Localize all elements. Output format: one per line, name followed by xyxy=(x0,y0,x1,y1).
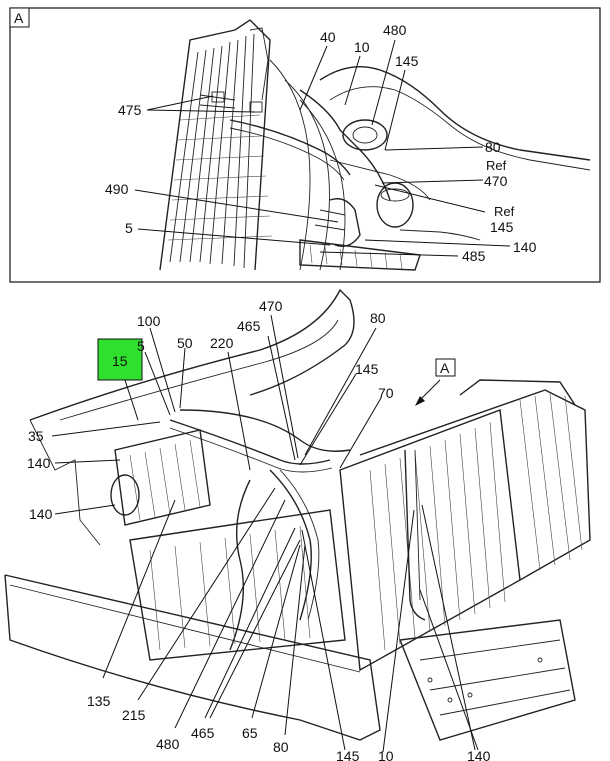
label-100: 100 xyxy=(137,313,161,329)
label-215: 215 xyxy=(122,707,146,723)
label-465-top: 465 xyxy=(237,318,261,334)
label-480: 480 xyxy=(383,22,407,38)
label-135: 135 xyxy=(87,693,111,709)
view-arrow-a: A xyxy=(415,358,456,406)
detail-drawing xyxy=(159,19,591,271)
label-35: 35 xyxy=(28,428,44,444)
label-140: 140 xyxy=(513,239,537,255)
main-drawing xyxy=(4,288,591,741)
label-140-b: 140 xyxy=(29,506,53,522)
label-145-main: 145 xyxy=(355,361,379,377)
label-5: 5 xyxy=(125,220,133,236)
view-marker-a: A xyxy=(440,360,450,376)
label-140-c: 140 xyxy=(467,748,491,761)
label-475: 475 xyxy=(118,102,142,118)
main-view: A 15 xyxy=(4,288,591,761)
label-80: 80 xyxy=(485,139,501,155)
label-65: 65 xyxy=(242,725,258,741)
main-leaders xyxy=(51,314,479,753)
highlight-box-15[interactable] xyxy=(97,338,143,381)
detail-leaders xyxy=(134,39,511,257)
label-50: 50 xyxy=(177,335,193,351)
label-470-main: 470 xyxy=(259,298,283,314)
label-465-bottom: 465 xyxy=(191,725,215,741)
label-40: 40 xyxy=(320,29,336,45)
label-15[interactable]: 15 xyxy=(112,353,128,369)
detail-view-a: A xyxy=(9,7,601,283)
label-480-main: 480 xyxy=(156,736,180,752)
label-10-main: 10 xyxy=(378,748,394,761)
label-70: 70 xyxy=(378,385,394,401)
label-140-a: 140 xyxy=(27,455,51,471)
label-485: 485 xyxy=(462,248,486,264)
label-ref-2: Ref xyxy=(494,204,515,219)
label-220: 220 xyxy=(210,335,234,351)
detail-tag: A xyxy=(14,10,24,26)
label-5-main: 5 xyxy=(137,338,145,354)
label-10: 10 xyxy=(354,39,370,55)
label-145-ref: 145 xyxy=(490,219,514,235)
label-490: 490 xyxy=(105,181,129,197)
detail-tag-box xyxy=(9,7,30,28)
label-80-main: 80 xyxy=(370,310,386,326)
label-80-bottom: 80 xyxy=(273,739,289,755)
label-145: 145 xyxy=(395,53,419,69)
label-470: 470 xyxy=(484,173,508,189)
label-ref-1: Ref xyxy=(486,158,507,173)
label-145-bottom: 145 xyxy=(336,748,360,761)
